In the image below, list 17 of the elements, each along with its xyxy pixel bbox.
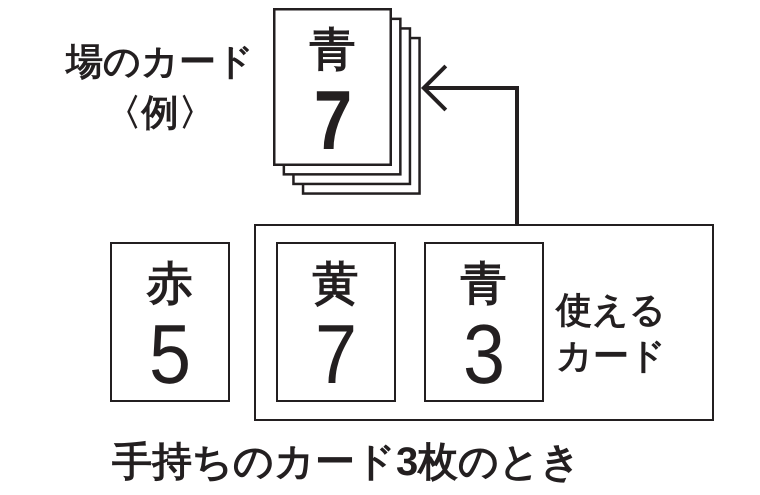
card-color-text: 青 — [310, 26, 356, 72]
card-stack — [273, 8, 421, 195]
group-frame — [254, 224, 714, 421]
card — [276, 242, 396, 402]
card-number: 5 — [148, 320, 191, 388]
stack-label: 場のカード〈例〉 — [64, 40, 255, 135]
card-color-text: 赤 — [146, 260, 192, 306]
card-number: 7 — [314, 320, 357, 388]
card — [110, 242, 230, 402]
card-color-text: 青 — [460, 260, 506, 306]
frame-label: 使えるカード — [556, 288, 667, 378]
caption: 手持ちのカード3枚のとき — [112, 439, 582, 486]
card-number: 3 — [462, 320, 505, 388]
card — [424, 242, 544, 402]
card-number: 7 — [313, 87, 352, 154]
arrow — [422, 64, 519, 224]
card-color-text: 黄 — [312, 260, 358, 306]
